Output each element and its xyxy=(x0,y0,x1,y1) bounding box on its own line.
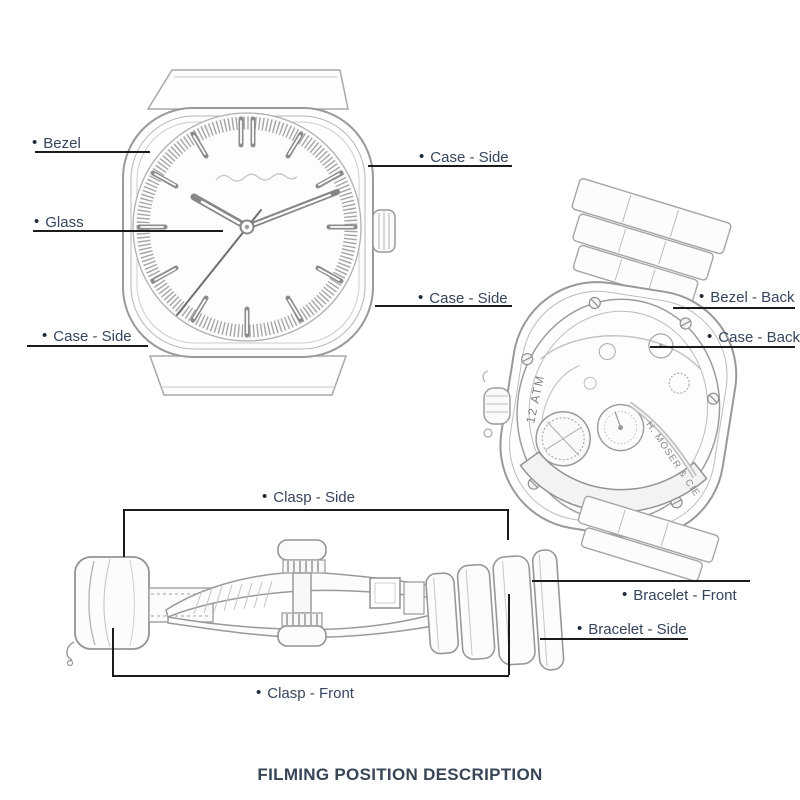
watch-hands xyxy=(176,189,340,316)
bracelet-top xyxy=(571,178,732,306)
leader-line-case-side-top-right xyxy=(368,165,512,167)
bullet-icon: • xyxy=(699,288,705,305)
leader-line-bracelet-front xyxy=(532,580,750,582)
bullet-icon: • xyxy=(42,327,48,344)
winding-rotor xyxy=(519,451,708,514)
bullet-icon: • xyxy=(577,620,583,637)
callout-bezel-back-label: Bezel - Back xyxy=(710,289,795,306)
clasp-pusher-stack xyxy=(277,539,327,647)
caseback xyxy=(499,281,738,539)
clasp-side-bracket-left xyxy=(123,509,125,557)
leader-line-glass xyxy=(33,230,223,232)
strap-bottom xyxy=(148,355,348,396)
callout-case-back-label: Case - Back xyxy=(718,329,800,346)
crown-back xyxy=(482,370,511,438)
bullet-icon: • xyxy=(34,213,40,230)
callout-case-back: • Case - Back xyxy=(707,328,800,346)
bullet-icon: • xyxy=(256,684,262,701)
leader-line-bezel-back xyxy=(673,307,795,309)
bracelet-links xyxy=(425,549,565,671)
callout-bracelet-side: • Bracelet - Side xyxy=(577,620,687,638)
callout-case-side-right-label: Case - Side xyxy=(429,290,508,307)
callout-case-side-right: • Case - Side xyxy=(418,289,508,307)
clasp-front-bracket-bottom xyxy=(112,675,509,677)
callout-bezel-label: Bezel xyxy=(43,135,81,152)
leader-line-case-back xyxy=(650,346,795,348)
strap-top xyxy=(146,69,349,110)
bullet-icon: • xyxy=(622,586,628,603)
callout-case-side-top-right: • Case - Side xyxy=(419,148,509,166)
callout-clasp-front-label: Clasp - Front xyxy=(267,685,354,702)
leader-line-case-side-right xyxy=(375,305,512,307)
callout-glass: • Glass xyxy=(34,213,84,231)
leader-line-bezel xyxy=(35,151,150,153)
clasp-front-bracket-right xyxy=(508,594,510,675)
callout-bracelet-front: • Bracelet - Front xyxy=(622,586,737,604)
callout-clasp-side-label: Clasp - Side xyxy=(273,489,355,506)
callout-bezel-back: • Bezel - Back xyxy=(699,288,795,306)
callout-bezel: • Bezel xyxy=(32,134,81,152)
clasp-end-cap xyxy=(66,556,150,667)
callout-bracelet-front-label: Bracelet - Front xyxy=(633,587,737,604)
bracelet-connector xyxy=(403,581,425,615)
bullet-icon: • xyxy=(262,488,268,505)
clasp-front-bracket-left xyxy=(112,628,114,675)
skeleton-movement xyxy=(519,333,708,514)
callout-glass-label: Glass xyxy=(45,214,84,231)
leader-line-case-side-left xyxy=(27,345,148,347)
crown xyxy=(372,209,396,253)
clasp-side-bracket-right xyxy=(507,509,509,540)
clasp-hook xyxy=(66,641,75,661)
dial-signature xyxy=(215,173,298,182)
watch-front-sketch xyxy=(122,69,396,396)
callout-case-side-left-label: Case - Side xyxy=(53,328,132,345)
bullet-icon: • xyxy=(707,328,713,345)
page-title: FILMING POSITION DESCRIPTION xyxy=(257,765,543,784)
leader-line-bracelet-side xyxy=(540,638,688,640)
watch-back-sketch: 12 ATM H. MOSER & CIE xyxy=(482,178,738,582)
callout-bracelet-side-label: Bracelet - Side xyxy=(588,621,687,638)
clasp-side-bracket-top xyxy=(123,509,508,511)
bullet-icon: • xyxy=(419,148,425,165)
bracelet-clasp-sketch xyxy=(66,539,565,671)
callout-clasp-front: • Clasp - Front xyxy=(256,684,354,702)
callout-clasp-side: • Clasp - Side xyxy=(262,488,355,506)
bullet-icon: • xyxy=(32,134,38,151)
callout-case-side-left: • Case - Side xyxy=(42,327,132,345)
bullet-icon: • xyxy=(418,289,424,306)
callout-case-side-top-right-label: Case - Side xyxy=(430,149,509,166)
bracelet-bottom xyxy=(577,495,720,582)
